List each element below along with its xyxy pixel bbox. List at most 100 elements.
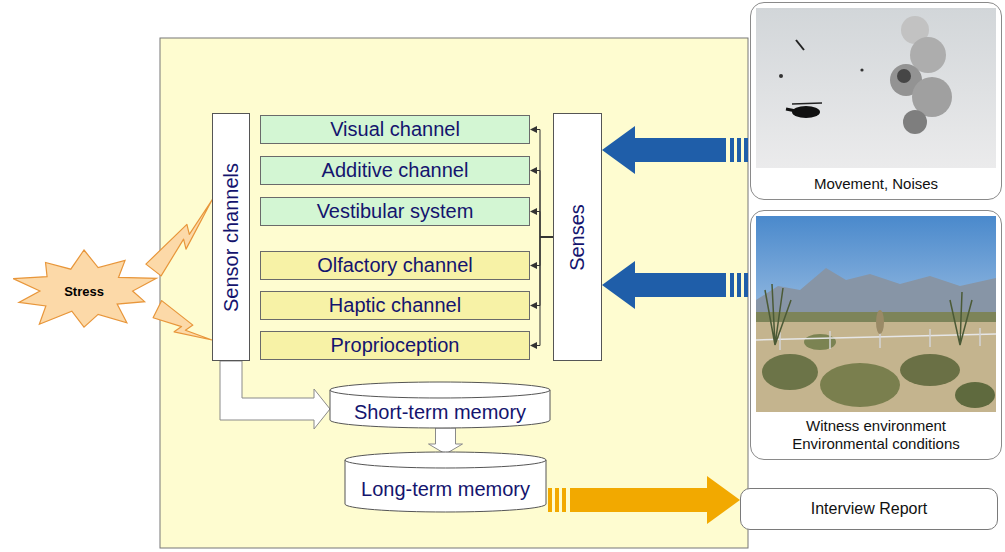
channel-box: Visual channel [260, 115, 530, 144]
fence-post [929, 329, 931, 347]
arrow-head [530, 208, 537, 215]
photo-panel: Witness environmentEnvironmental conditi… [750, 210, 1002, 460]
bush [762, 354, 818, 390]
ocotillo [950, 292, 972, 345]
memory-cylinder: Short-term memory [330, 382, 550, 428]
input-arrow [602, 261, 748, 309]
photo-panel: Movement, Noises [750, 2, 1002, 200]
far-vegetation [756, 312, 996, 322]
fence-post [779, 332, 781, 350]
node-label: Sensor channels [220, 163, 243, 312]
arrow-tail-bar [548, 488, 552, 512]
helicopter-rotor [792, 103, 822, 104]
sense-line [536, 130, 553, 238]
memory-transfer-arrow [429, 428, 463, 454]
lightning-bolt [146, 200, 212, 276]
arrow-tail-bar [730, 138, 734, 162]
fence-post [829, 331, 831, 349]
mountains [756, 268, 996, 318]
node-label: Long-term memory [361, 478, 530, 501]
stress-lightning [153, 301, 212, 340]
sense-line [536, 171, 553, 238]
arrow-tail-bar [737, 138, 741, 162]
helicopter-body [792, 106, 820, 118]
node-label: Vestibular system [317, 200, 474, 223]
arrow-tail-bar [744, 273, 748, 297]
node-label: Stress [64, 284, 104, 299]
node-label: Senses [566, 204, 589, 271]
hollow-arrow [429, 428, 463, 454]
smoke-core [897, 69, 911, 83]
node-label: Interview Report [811, 500, 928, 518]
bush [820, 363, 900, 407]
desert-photo [756, 216, 996, 412]
bush [955, 382, 995, 408]
arrow-head [530, 126, 537, 133]
sense-arrow [530, 126, 553, 237]
helicopter-tail [786, 109, 796, 111]
sensor-channels-bar: Sensor channels [212, 113, 250, 361]
human-perception-panel [160, 38, 748, 548]
stress-burst: Stress [8, 250, 160, 332]
input-arrow [602, 126, 748, 174]
fence-post [979, 328, 981, 346]
arrow-head [530, 342, 537, 349]
debris [779, 74, 783, 78]
sense-arrow [530, 237, 553, 349]
arrow-head [707, 476, 740, 524]
arrow-tail-bar [744, 138, 748, 162]
arrow-head [530, 262, 537, 269]
cylinder-body [345, 452, 546, 512]
arrow-head [530, 302, 537, 309]
senses-bar: Senses [553, 113, 602, 361]
channel-box: Olfactory channel [260, 251, 530, 280]
sense-arrow [530, 167, 553, 237]
cylinder-body [330, 382, 550, 428]
arrow-tail-bar [730, 273, 734, 297]
node-label: Proprioception [331, 334, 460, 357]
arrow-head [602, 126, 635, 174]
photo-caption: Environmental conditions [792, 435, 960, 453]
channel-box: Haptic channel [260, 291, 530, 320]
report-box: Interview Report [740, 488, 998, 530]
arrow-tail-bar [562, 488, 566, 512]
starburst-outline [13, 250, 156, 327]
stress-lightning [146, 200, 212, 276]
channel-box: Vestibular system [260, 197, 530, 226]
sense-line [536, 237, 553, 306]
cactus [876, 310, 884, 334]
memory-transfer-arrow [220, 361, 330, 429]
photo-caption: Movement, Noises [814, 175, 938, 193]
sense-line [536, 237, 553, 266]
node-label: Short-term memory [354, 401, 526, 424]
arrow-shaft [570, 488, 708, 512]
node-label: Olfactory channel [317, 254, 473, 277]
channel-box: Proprioception [260, 331, 530, 360]
cylinder-rim [345, 460, 546, 468]
channel-box: Additive channel [260, 156, 530, 185]
memory-cylinder: Long-term memory [345, 452, 546, 512]
bush [900, 354, 960, 386]
arrow-head [602, 261, 635, 309]
arrow-tail-bar [737, 273, 741, 297]
sense-line [536, 212, 553, 238]
arrow-head [530, 167, 537, 174]
photo-caption: Witness environment [806, 417, 946, 435]
bush [804, 334, 836, 350]
sense-arrow [530, 237, 553, 309]
arrow-shaft [634, 273, 726, 297]
arrow-tail-bar [555, 488, 559, 512]
sky-photo [756, 8, 996, 168]
debris [860, 68, 863, 71]
debris [796, 40, 804, 50]
smoke-cloud [903, 110, 927, 134]
output-arrow [548, 476, 740, 524]
arrow-shaft [634, 138, 726, 162]
sense-arrow [530, 208, 553, 237]
node-label: Additive channel [322, 159, 469, 182]
hollow-arrow [220, 361, 330, 429]
node-label: Haptic channel [329, 294, 461, 317]
sense-arrow [530, 237, 553, 269]
lightning-bolt [153, 301, 212, 340]
